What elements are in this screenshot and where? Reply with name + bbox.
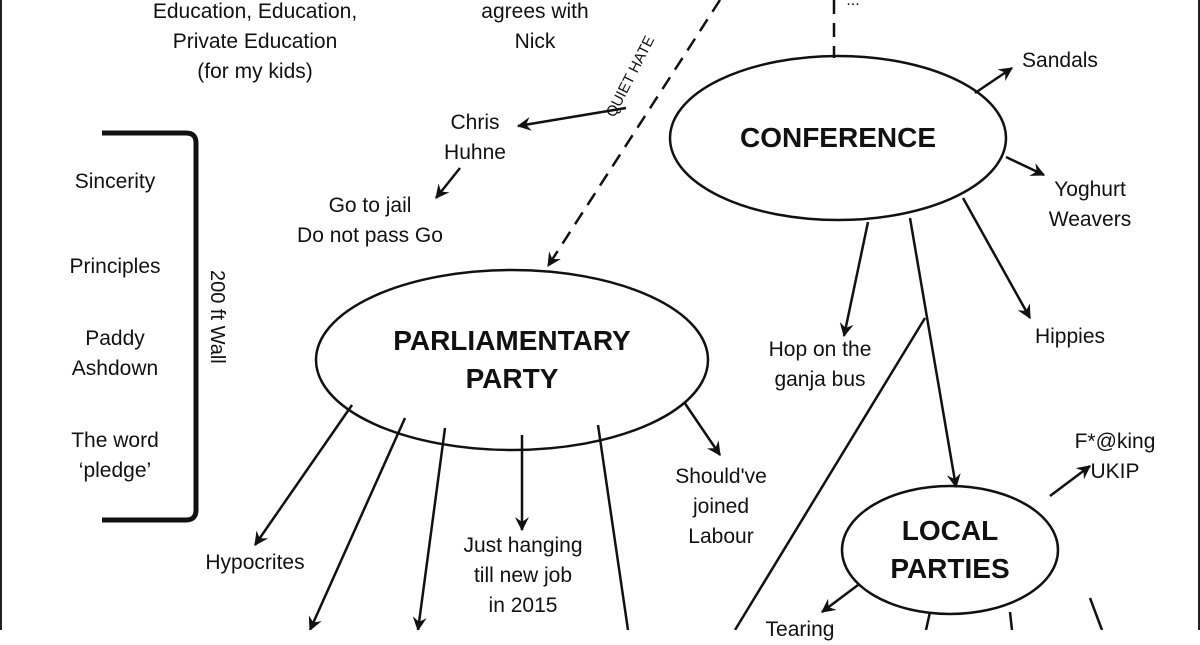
wall-item-principles: Principles bbox=[69, 255, 161, 278]
parliamentary-party-node: PARLIAMENTARY PARTY bbox=[393, 325, 631, 394]
hypocrites-label: Hypocrites bbox=[205, 551, 305, 574]
yoghurt-weavers-label: Yoghurt Weavers bbox=[1048, 178, 1132, 231]
education-label: Education, Education, Private Education … bbox=[152, 0, 358, 83]
right-frame-border bbox=[1198, 0, 1200, 630]
ellipsis-label: ... bbox=[846, 0, 860, 9]
sandals-label: Sandals bbox=[1022, 49, 1098, 72]
local-parties-node: LOCAL PARTIES bbox=[890, 515, 1010, 584]
left-frame-border bbox=[0, 0, 2, 630]
tearing-label: Tearing bbox=[765, 618, 835, 641]
conference-node: CONFERENCE bbox=[739, 122, 936, 153]
hop-on-ganja-bus-label: Hop on the ganja bus bbox=[768, 338, 872, 391]
wall-item-sincerity: Sincerity bbox=[74, 170, 156, 193]
just-hanging-label: Just hanging till new job in 2015 bbox=[463, 534, 583, 617]
conference-node-shape bbox=[668, 54, 1008, 222]
quiet-hate-edge bbox=[546, 0, 722, 267]
mind-map-canvas bbox=[102, 0, 1104, 630]
wall-item-paddy-ashdown: Paddy Ashdown bbox=[71, 327, 159, 380]
fking-ukip-label: F*@king UKIP bbox=[1074, 430, 1156, 483]
wall-item-pledge: The word ‘pledge’ bbox=[71, 429, 159, 482]
parliamentary-party-node-shape bbox=[314, 268, 710, 452]
wall-bracket bbox=[102, 130, 199, 523]
hippies-label: Hippies bbox=[1034, 325, 1106, 348]
shouldve-joined-labour-label: Should've joined Labour bbox=[675, 465, 767, 548]
wall-label: 200 ft Wall bbox=[206, 270, 228, 364]
go-to-jail-label: Go to jail Do not pass Go bbox=[297, 194, 443, 247]
agrees-with-nick-label: agrees with Nick bbox=[481, 0, 589, 53]
chris-huhne-label: Chris Huhne bbox=[444, 111, 506, 164]
